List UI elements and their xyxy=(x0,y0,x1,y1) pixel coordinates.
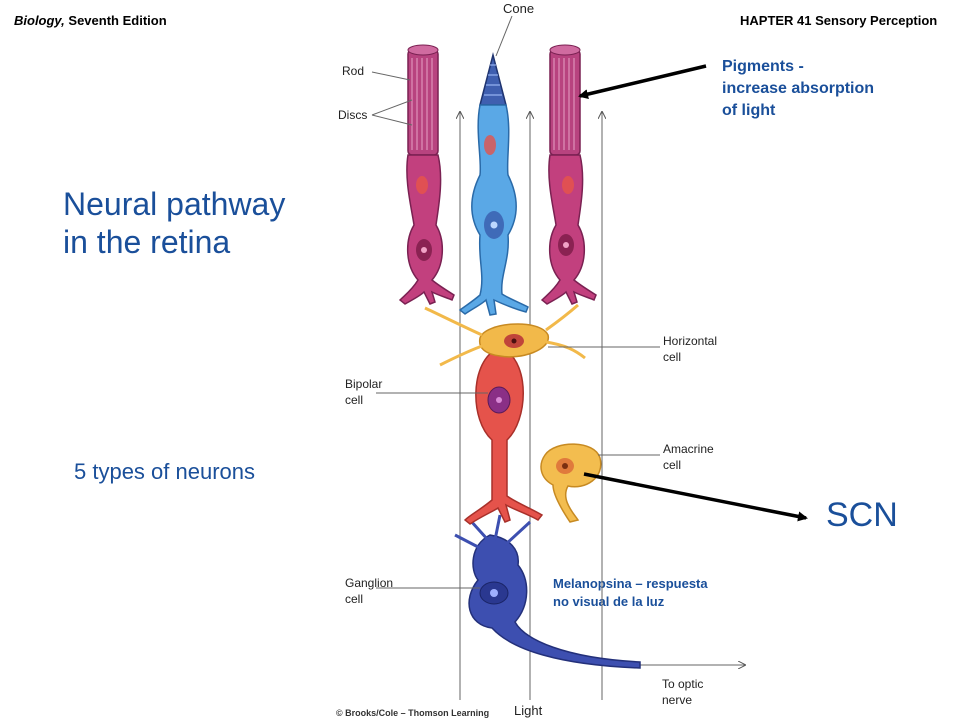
book-title: Biology, xyxy=(14,13,65,28)
cone-label: Cone xyxy=(503,1,535,16)
horizontal-label-line2: cell xyxy=(663,350,682,364)
amacrine-cell-label: Amacrine cell xyxy=(663,441,714,473)
rod-right xyxy=(540,44,597,305)
slide-title: Neural pathway in the retina xyxy=(63,185,285,261)
pigments-line1: Pigments - xyxy=(722,58,804,75)
discs-label: Discs xyxy=(338,108,368,122)
slide-title-line1: Neural pathway xyxy=(63,186,286,222)
horizontal-cell xyxy=(424,303,586,367)
horizontal-cell-label: Horizontal cell xyxy=(663,333,717,365)
book-title-header: Biology, Seventh Edition xyxy=(14,13,167,28)
melanopsin-line2: no visual de la luz xyxy=(553,594,665,609)
pigments-arrow xyxy=(578,64,707,100)
light-direction-arrows xyxy=(460,112,602,700)
bipolar-label-line2: cell xyxy=(345,393,364,407)
bipolar-label-line1: Bipolar xyxy=(345,377,383,391)
amacrine-label-line1: Amacrine xyxy=(663,442,714,456)
amacrine-label-line2: cell xyxy=(663,458,682,472)
optic-label-line2: nerve xyxy=(662,693,693,707)
rod-label: Rod xyxy=(342,64,365,78)
optic-nerve-label: To optic nerve xyxy=(662,676,703,708)
bipolar-cell-label: Bipolar cell xyxy=(345,376,382,408)
rod-left xyxy=(398,44,455,305)
scn-arrow xyxy=(583,472,808,522)
slide-title-line2: in the retina xyxy=(63,224,231,260)
neuron-types-text: 5 types of neurons xyxy=(74,459,256,484)
horizontal-label-line1: Horizontal xyxy=(663,334,718,348)
light-label: Light xyxy=(514,703,543,718)
amacrine-cell xyxy=(540,443,602,523)
ganglion-cell xyxy=(454,514,641,669)
label-leader-lines xyxy=(371,15,660,589)
pigments-line3: of light xyxy=(722,102,776,119)
scn-label: SCN xyxy=(826,496,898,534)
pigments-note: Pigments - increase absorption of light xyxy=(722,56,874,122)
optic-label-line1: To optic xyxy=(662,677,704,691)
pigments-line2: increase absorption xyxy=(722,80,875,97)
chapter-header: HAPTER 41 Sensory Perception xyxy=(740,13,938,28)
cone-cell xyxy=(458,52,529,316)
copyright-credit: © Brooks/Cole – Thomson Learning xyxy=(336,708,490,718)
ganglion-label-line2: cell xyxy=(345,592,364,606)
melanopsin-note: Melanopsina – respuesta no visual de la … xyxy=(553,575,708,611)
book-edition: Seventh Edition xyxy=(64,13,167,28)
ganglion-label-line1: Ganglion xyxy=(345,576,394,590)
ganglion-cell-label: Ganglion cell xyxy=(345,575,393,607)
melanopsin-line1: Melanopsina – respuesta xyxy=(553,576,708,591)
